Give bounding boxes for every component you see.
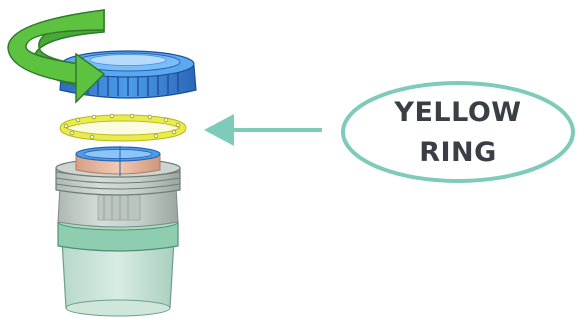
callout-label-line-2: RING [340, 136, 576, 170]
yellow-ring [63, 114, 183, 139]
left-arrow-icon [204, 114, 322, 146]
callout-label-line-1: YELLOW [340, 96, 576, 130]
peach-insert-ring [76, 146, 160, 176]
container-body [56, 159, 180, 316]
